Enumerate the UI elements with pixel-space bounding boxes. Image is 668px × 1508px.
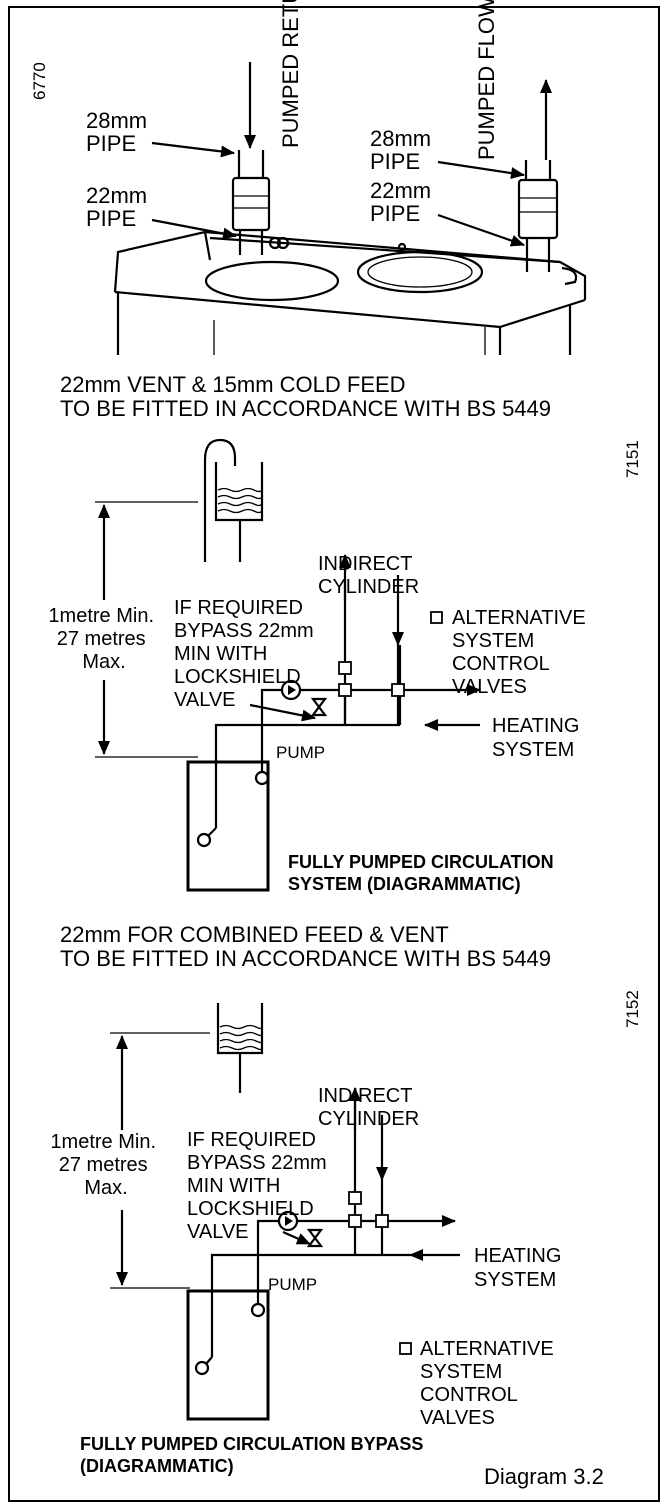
right-28mm-leader: [437, 160, 525, 179]
d2-boiler-port-left: [194, 1360, 210, 1376]
d2-bypass-label: IF REQUIRED BYPASS 22mm MIN WITH LOCKSHI…: [187, 1129, 332, 1243]
d1-boiler-port-left: [196, 832, 212, 848]
d1-pump: [280, 679, 302, 701]
pumped-return-label: PUMPED RETURN: [278, 0, 303, 148]
d2-control-valve-2: [348, 1214, 362, 1228]
d1-cylinder-label: INDIRECT CYLINDER: [318, 553, 419, 598]
d1-boiler: [186, 760, 270, 892]
right-22mm-label: 22mm PIPE: [370, 178, 437, 226]
page-border: [8, 6, 660, 1502]
d1-vent-pipe: [203, 438, 237, 562]
d1-heating-label: HEATING SYSTEM: [492, 715, 585, 761]
d2-control-valve-1: [348, 1191, 362, 1205]
diagram-number: Diagram 3.2: [484, 1464, 604, 1489]
right-28mm-label: 28mm PIPE: [370, 126, 437, 174]
d2-bypass-leader: [282, 1230, 311, 1246]
d2-caption: FULLY PUMPED CIRCULATION BYPASS (DIAGRAM…: [80, 1434, 428, 1476]
d1-control-valve-3: [391, 683, 405, 697]
diagram2-heading: 22mm FOR COMBINED FEED & VENT TO BE FITT…: [60, 922, 551, 971]
d2-cylinder-label: INDIRECT CYLINDER: [318, 1085, 419, 1130]
right-22mm-leader: [437, 213, 525, 247]
d1-return-pipe: [214, 723, 345, 828]
d2-return-pipe: [210, 1253, 355, 1357]
d2-boiler: [186, 1289, 270, 1421]
d2-control-valve-3: [375, 1214, 389, 1228]
ref-7152: 7152: [623, 990, 642, 1028]
d1-caption: FULLY PUMPED CIRCULATION SYSTEM (DIAGRAM…: [288, 852, 559, 894]
left-28mm-label: 28mm PIPE: [86, 108, 153, 156]
pumped-flow-label: PUMPED FLOW: [474, 0, 499, 160]
diagram1-heading: 22mm VENT & 15mm COLD FEED TO BE FITTED …: [60, 372, 551, 421]
d1-bypass-label: IF REQUIRED BYPASS 22mm MIN WITH LOCKSHI…: [174, 597, 319, 711]
d2-height-label: 1metre Min. 27 metres Max.: [50, 1131, 161, 1199]
boiler-illustration: [113, 150, 587, 355]
d2-pump-label: PUMP: [268, 1275, 317, 1294]
ref-7151: 7151: [623, 440, 642, 478]
left-28mm-leader: [151, 141, 235, 158]
d1-control-label: ALTERNATIVE SYSTEM CONTROL VALVES: [452, 607, 591, 698]
d2-pump: [277, 1210, 299, 1232]
d1-feed-tank: [214, 462, 264, 562]
left-22mm-label: 22mm PIPE: [86, 183, 153, 231]
d2-heating-label: HEATING SYSTEM: [474, 1245, 567, 1291]
d2-lockshield-valve: [306, 1228, 324, 1248]
d1-lockshield-valve: [310, 697, 328, 717]
d1-control-valve-2: [338, 683, 352, 697]
left-22mm-leader: [151, 218, 237, 240]
d1-flow-to-pump: [260, 688, 283, 772]
d2-legend-square: [399, 1342, 412, 1355]
d1-pump-label: PUMP: [276, 743, 325, 762]
d2-flow-to-pump: [256, 1219, 280, 1304]
d2-feed-tank: [216, 1003, 264, 1093]
ref-6770: 6770: [30, 62, 49, 100]
d1-control-valve-1: [338, 661, 352, 675]
d1-height-label: 1metre Min. 27 metres Max.: [48, 605, 159, 673]
d1-bypass-leader: [249, 703, 316, 722]
d2-control-label: ALTERNATIVE SYSTEM CONTROL VALVES: [420, 1338, 559, 1429]
d1-legend-square: [430, 611, 443, 624]
